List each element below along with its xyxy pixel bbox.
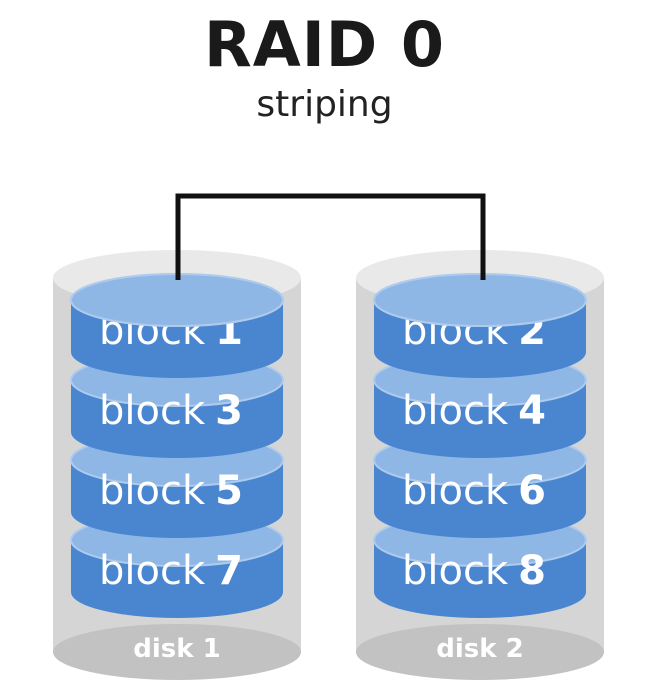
block-word: block <box>402 388 509 434</box>
block-number: 3 <box>215 388 243 434</box>
disk-shell-base <box>356 624 604 680</box>
block-word: block <box>402 548 509 594</box>
disk-label: disk 1 <box>133 634 220 664</box>
disk-top-surface <box>373 273 587 327</box>
block-word: block <box>99 468 206 514</box>
block-number: 8 <box>518 548 546 594</box>
disk-top-surface <box>70 273 284 327</box>
disk-shell-base <box>53 624 301 680</box>
block-number: 6 <box>518 468 546 514</box>
diagram-subtitle: striping <box>256 84 393 125</box>
block-number: 4 <box>518 388 546 434</box>
block-word: block <box>99 548 206 594</box>
diagram-title: RAID 0 <box>204 8 445 81</box>
block-number: 5 <box>215 468 243 514</box>
block-word: block <box>99 388 206 434</box>
block-word: block <box>402 468 509 514</box>
disk-label: disk 2 <box>436 634 523 664</box>
striping-connector <box>175 193 486 280</box>
block-number: 7 <box>215 548 243 594</box>
